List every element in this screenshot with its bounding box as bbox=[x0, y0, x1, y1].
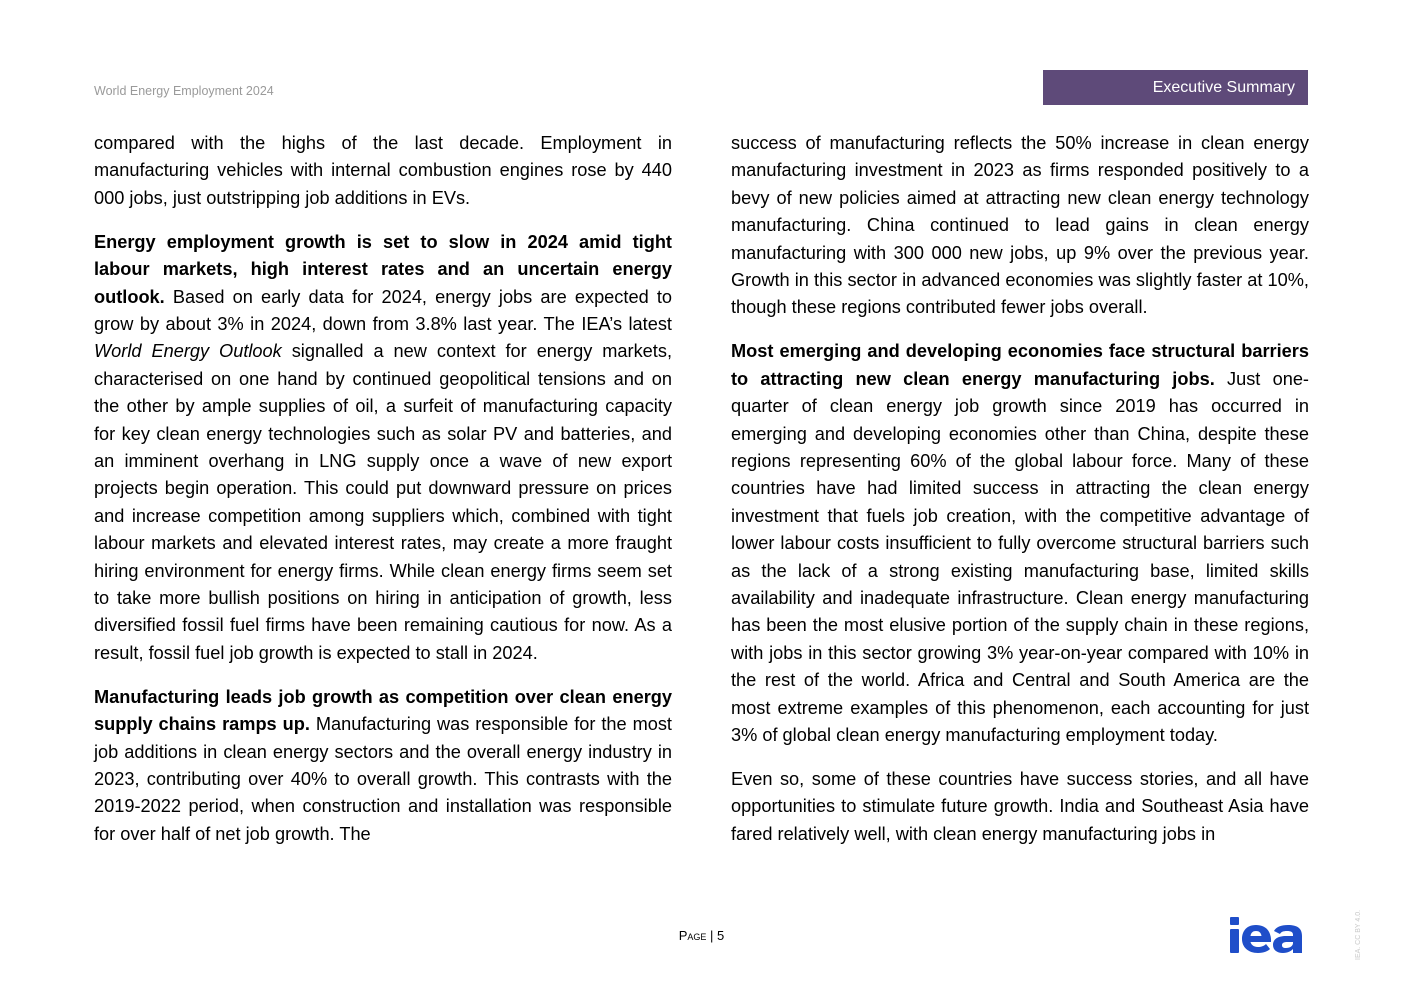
iea-logo-svg bbox=[1230, 917, 1302, 953]
iea-logo-icon bbox=[1230, 917, 1310, 953]
paragraph-lead: Manufacturing leads job growth as compet… bbox=[94, 686, 672, 735]
section-tab: Executive Summary bbox=[1043, 70, 1308, 105]
paragraph-lead: Most emerging and developing economies f… bbox=[731, 341, 1309, 389]
paragraph: Even so, some of these countries have su… bbox=[731, 766, 1309, 848]
paragraph: Energy employment growth is set to slow … bbox=[94, 229, 672, 668]
paragraph: Most emerging and developing economies f… bbox=[731, 338, 1309, 749]
left-column: compared with the highs of the last deca… bbox=[94, 130, 672, 865]
paragraph-text: compared with the highs of the last deca… bbox=[94, 133, 672, 208]
paragraph: Manufacturing leads job growth as compet… bbox=[94, 684, 672, 848]
page-separator: | bbox=[706, 928, 718, 943]
right-column: success of manufacturing reflects the 50… bbox=[731, 130, 1309, 865]
paragraph: success of manufacturing reflects the 50… bbox=[731, 130, 1309, 322]
page-number-value: 5 bbox=[717, 928, 725, 943]
doc-title: World Energy Employment 2024 bbox=[94, 84, 274, 98]
copyright-notice: IEA. CC BY 4.0. bbox=[1355, 909, 1362, 960]
paragraph: compared with the highs of the last deca… bbox=[94, 130, 672, 212]
paragraph-lead: Energy employment growth is set to slow … bbox=[94, 231, 672, 307]
paragraph-text: Manufacturing was responsible for the mo… bbox=[94, 714, 672, 844]
report-title-italic: World Energy Outlook bbox=[94, 341, 282, 362]
paragraph-text: success of manufacturing reflects the 50… bbox=[731, 133, 1309, 318]
page-number: Page | 5 bbox=[0, 928, 1403, 943]
paragraph-text: Based on early data for 2024, energy job… bbox=[94, 286, 672, 334]
paragraph-text: Even so, some of these countries have su… bbox=[731, 768, 1309, 844]
page-label: Page bbox=[678, 928, 707, 943]
paragraph-text: signalled a new context for energy marke… bbox=[94, 341, 673, 663]
paragraph-text: Just one-quarter of clean energy job gro… bbox=[731, 368, 1309, 746]
